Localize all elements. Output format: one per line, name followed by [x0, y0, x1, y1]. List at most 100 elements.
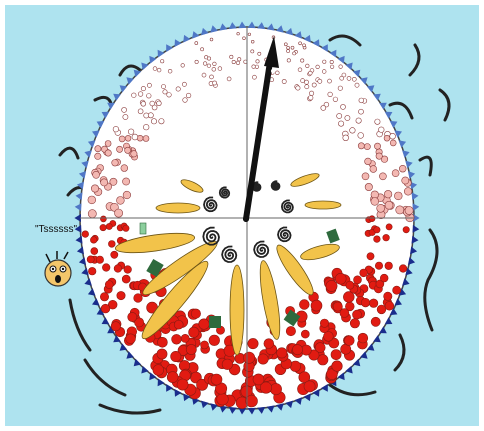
particle [362, 173, 369, 180]
particle [377, 204, 385, 212]
particle [360, 269, 368, 277]
particle [143, 124, 149, 130]
particle [117, 146, 123, 152]
particle [301, 59, 304, 62]
particle [333, 302, 342, 311]
particle [286, 326, 295, 335]
particle [399, 165, 406, 172]
particle [209, 335, 220, 346]
particle [405, 206, 413, 214]
particle [91, 185, 98, 192]
particle [356, 118, 361, 123]
particle [371, 198, 379, 206]
particle [375, 262, 382, 269]
particle [161, 85, 165, 89]
particle [183, 98, 188, 103]
particle [264, 339, 274, 349]
particle [338, 86, 342, 90]
particle [195, 60, 198, 63]
particle [358, 133, 364, 139]
particle [312, 83, 316, 87]
particle [201, 341, 209, 349]
particle [394, 192, 402, 200]
particle [87, 256, 94, 263]
particle [230, 55, 233, 58]
particle [112, 160, 119, 167]
particle [122, 107, 127, 112]
particle [301, 330, 309, 338]
particle [157, 349, 167, 359]
particle [311, 300, 322, 311]
particle [251, 50, 254, 53]
particle [151, 119, 156, 124]
particle [212, 67, 216, 71]
particle [344, 336, 354, 346]
particle [287, 59, 290, 62]
particle [189, 327, 199, 337]
particle [100, 216, 106, 222]
particle [343, 135, 349, 141]
particle [147, 94, 152, 99]
particle [106, 223, 112, 229]
particle [384, 135, 390, 141]
particle [253, 374, 264, 385]
particle [308, 71, 312, 75]
particle [100, 293, 108, 301]
particle [181, 64, 185, 68]
particle [113, 126, 119, 132]
particle [359, 98, 364, 103]
particle [101, 304, 110, 313]
particle [147, 83, 151, 87]
particle [238, 58, 241, 61]
particle [318, 79, 322, 83]
particle [377, 305, 386, 314]
particle [328, 79, 332, 83]
particle [153, 67, 157, 71]
particle [141, 86, 145, 90]
particle [91, 248, 98, 255]
particle [148, 113, 153, 118]
particle [203, 62, 207, 66]
particle [252, 75, 256, 79]
particle [236, 61, 240, 65]
particle [361, 298, 370, 307]
particle [88, 210, 96, 218]
particle [296, 86, 300, 90]
particle [218, 67, 222, 71]
particle [347, 76, 351, 80]
particle [376, 153, 382, 159]
particle [393, 286, 401, 294]
particle [110, 178, 117, 185]
particle [282, 79, 286, 83]
particle [352, 77, 356, 81]
particle [172, 334, 182, 344]
particle [258, 354, 268, 364]
particle [243, 352, 254, 363]
particle [248, 338, 258, 348]
particle [123, 191, 131, 199]
particle [338, 121, 343, 126]
particle [131, 151, 137, 157]
particle [176, 87, 180, 91]
particle [304, 381, 315, 392]
particle [379, 173, 386, 180]
particle [365, 183, 372, 190]
particle [161, 60, 164, 63]
particle [324, 332, 334, 342]
particle [213, 81, 217, 85]
particle [291, 46, 294, 49]
particle [122, 275, 130, 283]
particle [293, 52, 296, 55]
particle [191, 309, 200, 318]
particle [252, 65, 256, 69]
particle [315, 343, 325, 353]
particle [128, 129, 134, 135]
particle [301, 79, 305, 83]
particle [339, 65, 343, 69]
particle [163, 90, 167, 94]
particle [82, 231, 89, 238]
particle [217, 393, 229, 405]
particle [308, 96, 313, 101]
particle [181, 334, 189, 342]
particle [330, 65, 334, 69]
